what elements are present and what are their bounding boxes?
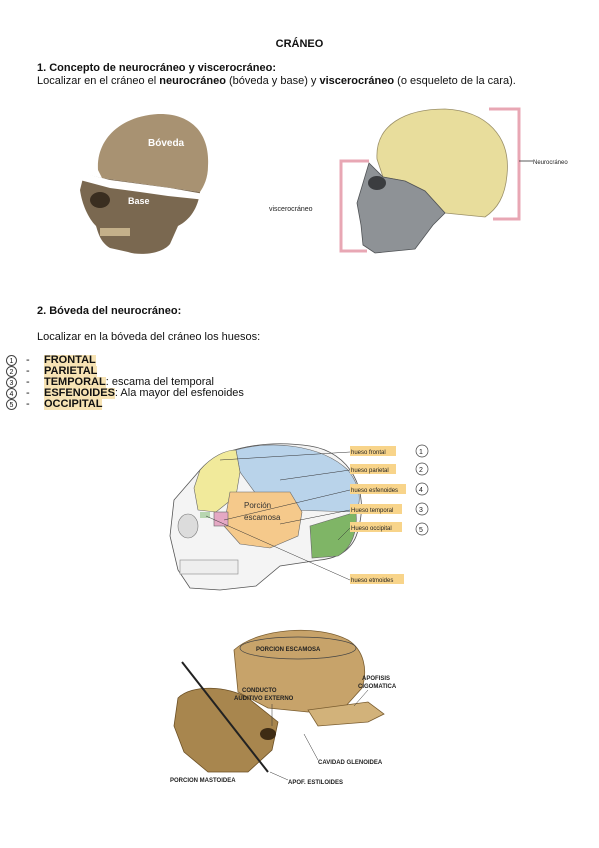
intro-neuro: neurocráneo — [159, 75, 226, 87]
visc-bracket — [339, 159, 369, 253]
list-item: 4-ESFENOIDES: Ala mayor del esfenoides — [6, 388, 244, 399]
inner-porcion: Porción — [244, 501, 271, 510]
temporal-bone-figure: PORCION ESCAMOSA CONDUCTO AUDITIVO EXTER… — [170, 629, 397, 786]
neuro-visc-figure: Neurocráneo viscerocráneo — [269, 107, 568, 254]
list-number: 3 — [6, 377, 17, 388]
num-circle — [415, 462, 429, 476]
bone-name: TEMPORAL — [44, 376, 106, 388]
escamosa-oval — [239, 636, 357, 660]
label-estiloides: APOF. ESTILOIDES — [288, 780, 343, 786]
skull-photo-figure: Bóveda Base — [70, 108, 222, 260]
num-circle — [415, 444, 429, 458]
label-boveda: Bóveda — [148, 138, 185, 149]
num-circle-text: 3 — [419, 507, 423, 514]
label-bg — [350, 522, 402, 532]
intro-mid: (bóveda y base) y — [225, 75, 320, 87]
num-circle-text: 4 — [419, 487, 423, 494]
label-bg — [350, 484, 406, 494]
bone-name: PARIETAL — [44, 365, 98, 377]
list-number: 2 — [6, 366, 17, 377]
num-circle-text: 5 — [419, 527, 423, 534]
label-base: Base — [128, 196, 150, 206]
label-occipital: Hueso occipital — [351, 526, 392, 532]
neuro-bracket — [489, 107, 521, 221]
label-conducto-1: CONDUCTO — [242, 688, 277, 694]
bone-name: OCCIPITAL — [44, 398, 103, 410]
intro-visc: viscerocráneo — [319, 75, 395, 87]
num-circle — [415, 522, 429, 536]
bone-desc: : Ala mayor del esfenoides — [114, 387, 244, 399]
section1-intro: Localizar en el cráneo el neurocráneo (b… — [37, 75, 516, 87]
label-esfenoides: hueso esfenoides — [351, 488, 398, 494]
leader-line — [219, 451, 351, 461]
list-number: 1 — [6, 355, 17, 366]
section2-heading: 2. Bóveda del neurocráneo: — [37, 305, 182, 317]
section1-heading: 1. Concepto de neurocráneo y viscerocrán… — [37, 62, 277, 74]
list-item: 3-TEMPORAL: escama del temporal — [6, 377, 244, 388]
squama-shape — [233, 629, 365, 713]
orbit3 — [177, 513, 199, 539]
label-conducto-2: AUDITIVO EXTERNO — [234, 696, 294, 702]
num-circle-text: 2 — [419, 467, 423, 474]
section2-text: Localizar en la bóveda del cráneo los hu… — [37, 331, 261, 343]
leader-line — [353, 689, 369, 707]
ethmoid-region — [200, 512, 210, 518]
label-porcion-escamosa: PORCION ESCAMOSA — [256, 647, 321, 653]
intro-pre: Localizar en el cráneo el — [37, 75, 160, 87]
list-item: 5-OCCIPITAL — [6, 399, 244, 410]
inner-escamosa: escamosa — [244, 513, 281, 522]
label-mastoidea: PORCION MASTOIDEA — [170, 778, 236, 784]
label-temporal: Hueso temporal — [351, 508, 393, 514]
sphenoid-region — [213, 511, 229, 527]
list-item: 2-PARIETAL — [6, 366, 244, 377]
cut-line — [78, 172, 206, 200]
teeth — [100, 228, 130, 236]
label-bg — [350, 446, 396, 456]
label-apofisis-1: APOFISIS — [362, 676, 390, 682]
ear-canal — [260, 728, 276, 740]
intro-post: (o esqueleto de la cara). — [394, 75, 516, 87]
label-apofisis-2: CIGOMATICA — [358, 684, 397, 690]
leader-line — [279, 509, 351, 525]
leader-line — [269, 771, 289, 781]
orbit2 — [368, 176, 386, 190]
label-bg — [350, 504, 402, 514]
leader-line — [279, 469, 351, 481]
label-neurocraneo: Neurocráneo — [533, 160, 568, 166]
label-bg — [350, 574, 404, 584]
zygomatic-shape — [307, 701, 385, 727]
leader-line — [205, 515, 351, 581]
label-cavidad: CAVIDAD GLENOIDEA — [318, 760, 383, 766]
vault-shape — [97, 113, 209, 192]
label-parietal: hueso parietal — [351, 468, 389, 474]
num-circle — [415, 502, 429, 516]
page-title: CRÁNEO — [275, 38, 324, 50]
num-circle-text: 1 — [419, 449, 423, 456]
list-number: 5 — [6, 399, 17, 410]
bones-lateral-figure: Porción escamosa hueso frontal hueso par… — [169, 443, 429, 591]
list-number: 4 — [6, 388, 17, 399]
styloid-line — [181, 661, 269, 773]
label-etmoides: hueso etmoides — [351, 578, 393, 584]
leader-line — [303, 733, 319, 761]
bone-name: FRONTAL — [44, 354, 96, 366]
frontal-region — [193, 449, 241, 513]
leader-line — [223, 489, 351, 521]
leader-line — [337, 527, 351, 541]
list-item: 1-FRONTAL — [6, 355, 244, 366]
bone-name: ESFENOIDES — [44, 387, 115, 399]
bone-desc: : escama del temporal — [105, 376, 214, 388]
label-frontal: hueso frontal — [351, 450, 386, 456]
label-viscerocraneo: viscerocráneo — [269, 206, 313, 213]
label-bg — [350, 464, 396, 474]
bones-list: 1-FRONTAL 2-PARIETAL 3-TEMPORAL: escama … — [6, 355, 244, 410]
teeth — [179, 559, 239, 575]
num-circle — [415, 482, 429, 496]
orbit — [90, 192, 110, 208]
neurocranium-shape — [376, 108, 508, 218]
